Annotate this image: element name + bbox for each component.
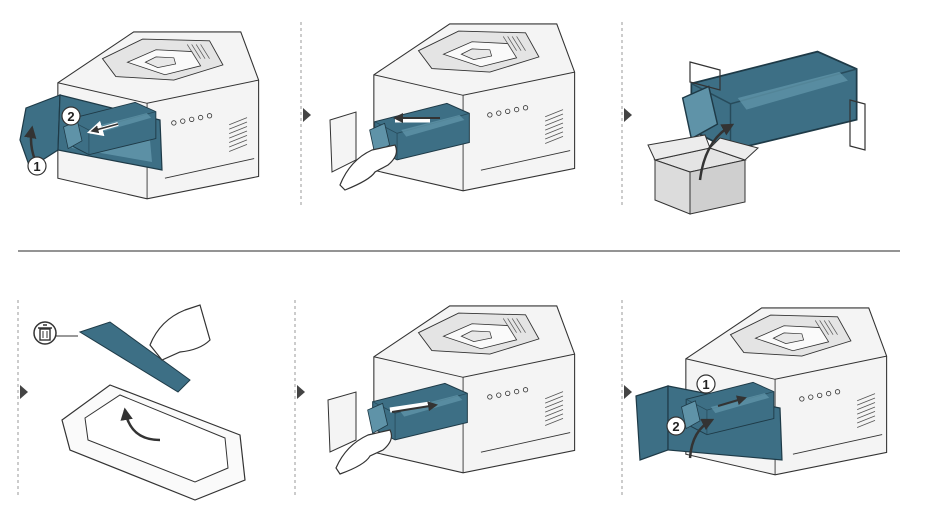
step-remove-protective-part [33,304,246,501]
step-arrow-icon [20,385,28,399]
step-pull-out-imaging-unit [329,23,576,192]
callout-number: 2 [67,109,74,124]
callout-2: 2 [666,416,686,436]
step-unpack-new-imaging-unit [647,50,866,215]
callout-1: 1 [27,156,47,176]
hand-icon [339,144,398,191]
step-open-front-cover: 2 1 [19,31,260,200]
callout-2: 2 [61,106,81,126]
callout-number: 1 [702,377,709,392]
hand-icon [335,429,393,475]
trash-icon [33,321,57,345]
step-arrow-icon [303,108,311,122]
step-arrow-icon [624,385,632,399]
step-arrow-icon [624,108,632,122]
step-arrow-icon [297,385,305,399]
callout-number: 1 [33,159,40,174]
step-close-front-cover: 1 2 [635,307,888,476]
callout-1: 1 [696,374,716,394]
step-insert-imaging-unit [327,305,576,475]
callout-number: 2 [672,419,679,434]
hand-icon [149,304,211,361]
